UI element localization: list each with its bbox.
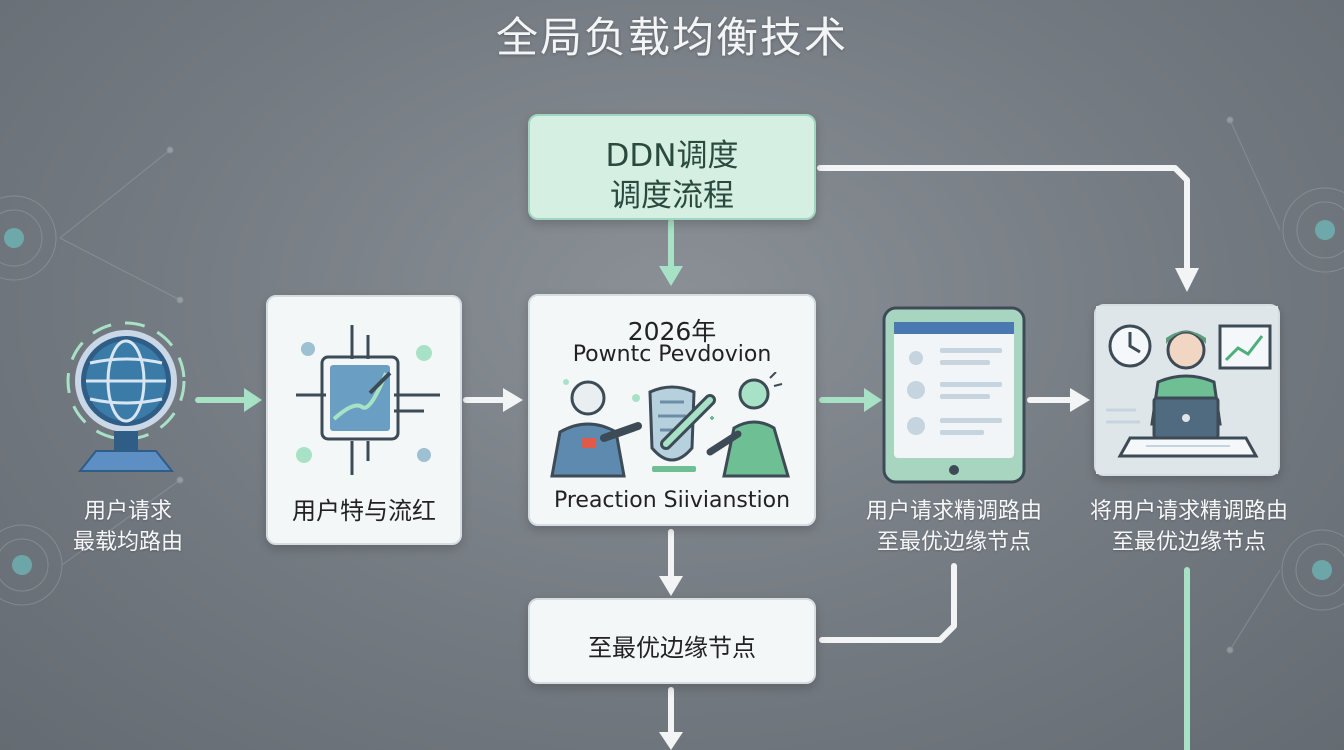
shield-icon [648,385,716,472]
tablet-icon [882,306,1026,484]
green-arrowheads [244,266,882,412]
chip-icon [296,325,440,475]
prediction-box[interactable]: 2026年 Powntc Pevdovion [528,294,816,526]
edge-node-box[interactable]: 至最优边缘节点 [528,598,816,684]
clock-icon [1108,324,1152,368]
tablet-caption-line2: 至最优边缘节点 [876,530,1031,555]
white-arrows [463,165,1190,738]
operator-caption: 将用户请求精调路由 至最优边缘节点 [1074,496,1304,558]
globe-caption: 用户请求 最载均路由 [40,496,216,558]
globe-caption-line1: 用户请求 [83,499,172,524]
green-arrows [195,219,1190,750]
ddn-subtitle: 调度流程 [610,178,734,214]
laptop-icon [1152,396,1220,440]
prediction-subtitle: Powntc Pevdovion [572,342,772,367]
user-traffic-box[interactable]: 用户特​与流红 [266,295,462,545]
background-node-glow [4,220,1335,580]
prediction-year: 2026年 [627,317,717,346]
page-title: 全局负载均衡技术 [495,13,848,62]
globe-caption-line2: 最载均路由 [72,530,183,555]
prediction-caption: Preaction Siivianstion [553,488,791,513]
person-icon [706,372,790,478]
person-icon [550,380,642,478]
edge-node-label: 至最优边缘节点 [588,634,756,662]
operator-box[interactable] [1094,304,1280,476]
tablet-caption: 用户请求精调路由 至最优边缘节点 [846,496,1062,558]
background-network [0,116,1344,654]
white-arrowheads [503,268,1199,750]
operator-caption-line1: 将用户请求精调路由 [1089,499,1288,524]
prediction-illustration [550,372,790,478]
operator-caption-line2: 至最优边缘节点 [1111,530,1266,555]
user-traffic-label: 用户特​与流红 [292,497,436,525]
globe-icon [66,321,186,472]
chart-icon [1218,324,1272,370]
tablet-caption-line1: 用户请求精调路由 [865,499,1042,524]
ddn-title: DDN调度 [605,138,739,174]
operator-icon [1096,306,1278,474]
ddn-dispatch-box[interactable]: DDN调度 调度流程 [528,114,816,220]
